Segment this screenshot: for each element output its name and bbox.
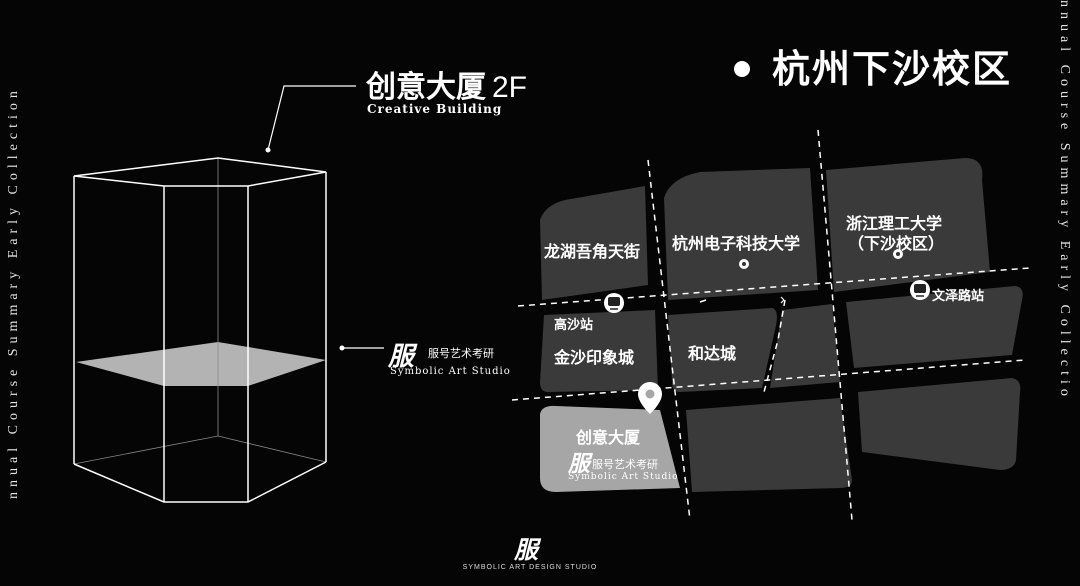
block-mid (770, 304, 840, 388)
block-hdu (664, 168, 818, 300)
highlight-studio-logo: 服 (568, 451, 591, 477)
top-face (73, 157, 327, 187)
building-name-cn: 创意大厦 (366, 70, 486, 105)
label-zstu: 浙江理工大学 (846, 214, 943, 233)
building-wireframe (73, 85, 384, 503)
block-heda (668, 308, 777, 392)
block-longhu (540, 186, 648, 300)
block-zstu (826, 158, 990, 292)
label-station-gaosha: 高沙站 (554, 318, 594, 333)
page-title: 杭州下沙校区 (734, 38, 1012, 93)
metro-icon-gaosha (604, 293, 624, 313)
label-station-wenze: 文泽路站 (932, 289, 985, 304)
roads (511, 129, 1031, 521)
block-south-east (858, 378, 1021, 470)
campus-title: 杭州下沙校区 (772, 46, 1013, 91)
label-longhu: 龙湖吾角天街 (544, 242, 641, 261)
callout-line-title (267, 85, 356, 151)
bullet-dot-icon (734, 60, 750, 77)
label-jinsha: 金沙印象城 (554, 348, 635, 367)
callout-dot-title (265, 147, 271, 153)
block-south-mid (686, 398, 852, 492)
highlight-studio-cn: 服号艺术考研 (592, 458, 658, 471)
label-zstu-campus: （下沙校区） (848, 234, 945, 253)
studio-name-cn: 服号艺术考研 (428, 347, 494, 360)
block-east (846, 286, 1023, 368)
building-subtitle: Creative Building (367, 102, 503, 116)
highlight-studio-en: Symbolic Art Studio (568, 472, 679, 482)
location-pin-icon (638, 382, 662, 414)
studio-name-en: Symbolic Art Studio (390, 366, 511, 377)
metro-icon-wenze (910, 280, 930, 300)
callout-dot-studio (339, 345, 345, 351)
bottom-face (73, 461, 327, 503)
side-text-right: nnual Course Summary Early Collectio (1057, 0, 1072, 401)
footer-logo: 服 (514, 535, 538, 564)
block-creative-building (540, 405, 680, 492)
floor-plane (76, 342, 326, 386)
label-hdu: 杭州电子科技大学 (672, 234, 801, 253)
label-creative-building: 创意大厦 (576, 428, 641, 447)
studio-logo: 服 (388, 342, 415, 372)
block-jinsha (540, 310, 658, 392)
building-floor: 2F (492, 71, 528, 104)
footer-text: SYMBOLIC ART DESIGN STUDIO (462, 564, 598, 571)
label-heda: 和达城 (688, 344, 737, 363)
